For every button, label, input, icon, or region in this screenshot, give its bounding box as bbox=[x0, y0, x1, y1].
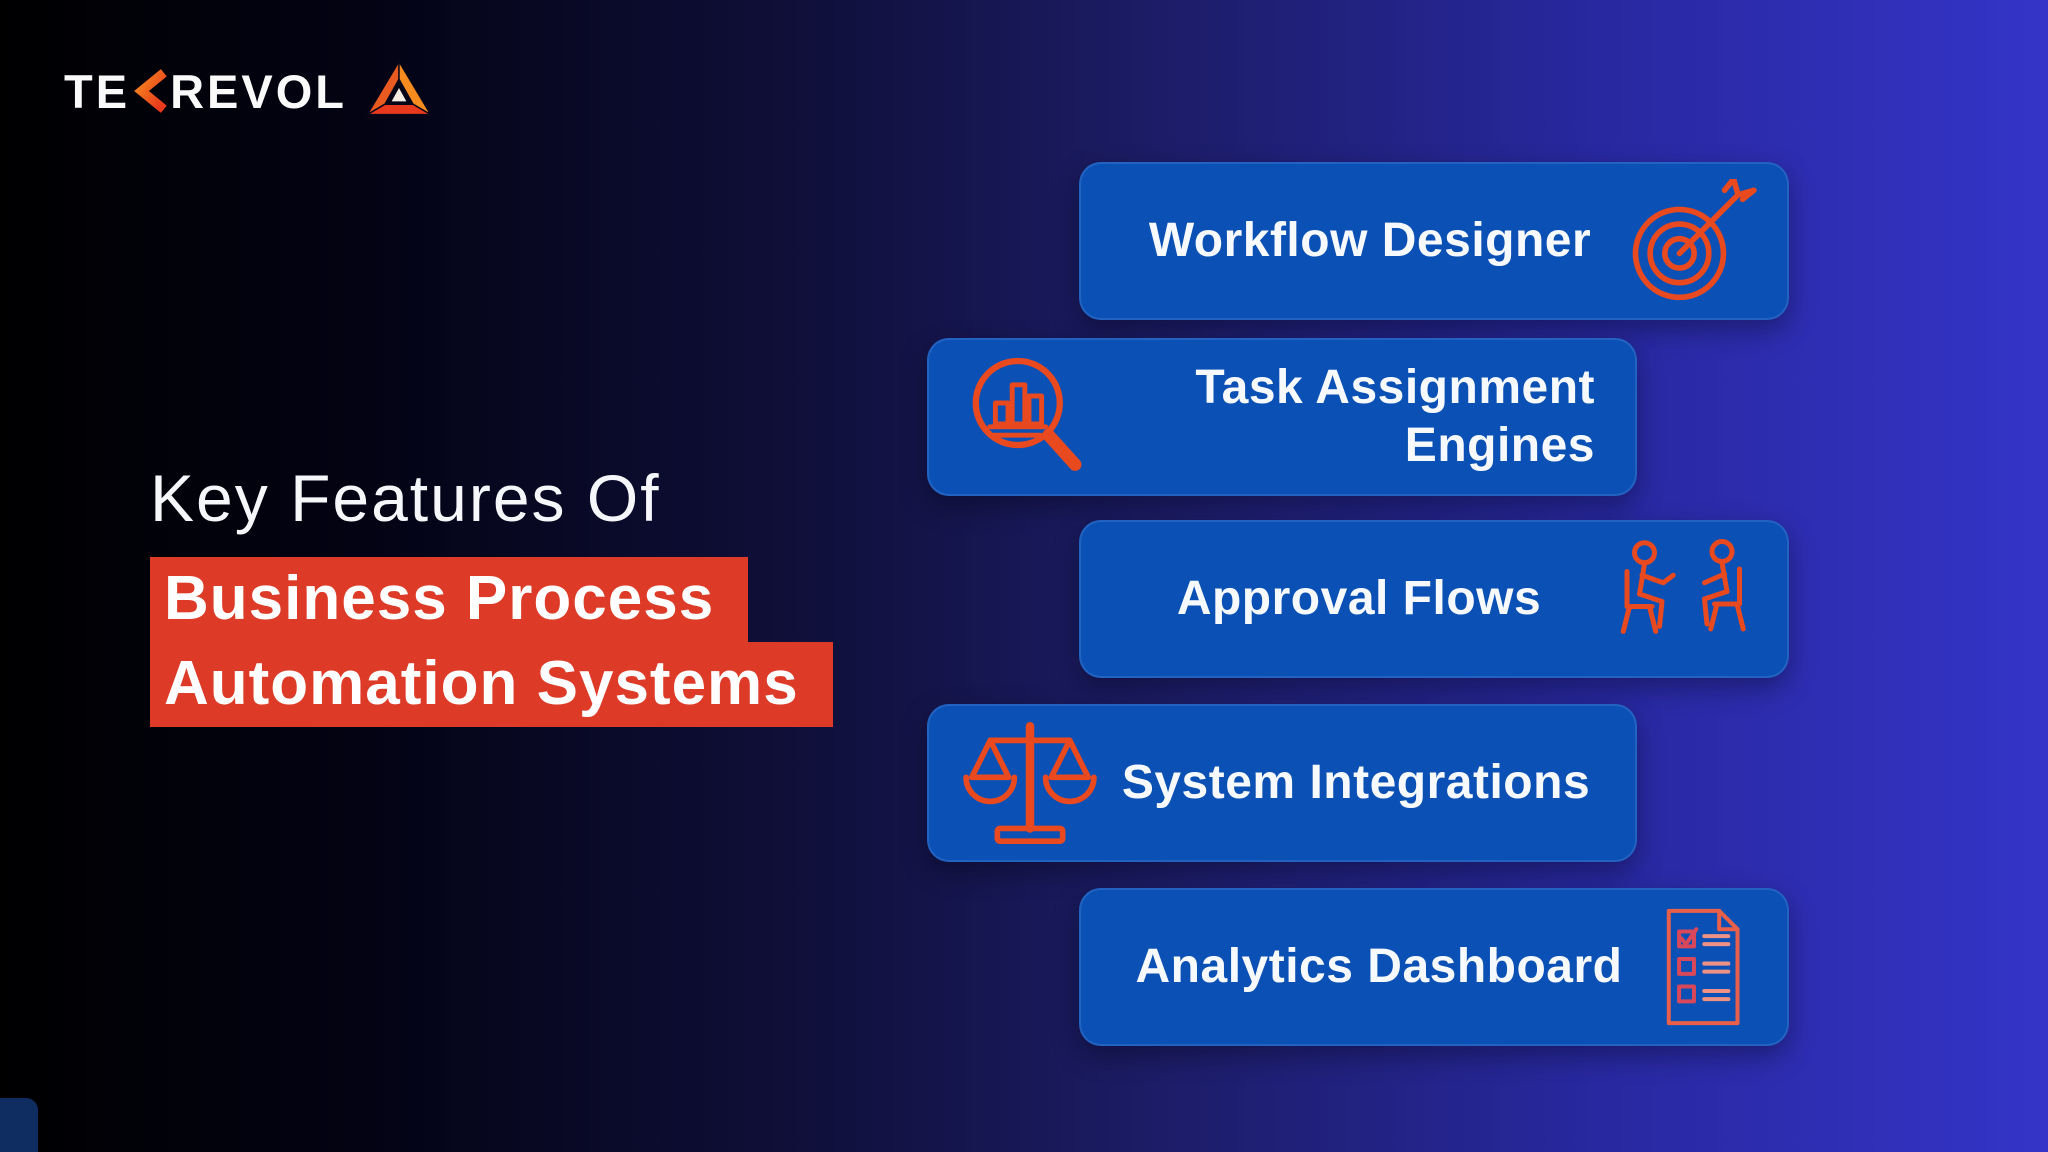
logo-text-prefix: TE bbox=[64, 64, 131, 118]
headline-highlight-1: Business Process bbox=[150, 556, 749, 642]
checklist-document-icon bbox=[1647, 904, 1757, 1030]
triangle-logo-icon bbox=[364, 60, 433, 122]
feature-card-task-assignment-engines: Task Assignment Engines bbox=[927, 338, 1637, 496]
tekrevol-logo: TE REVOL bbox=[64, 60, 433, 122]
feature-label: Workflow Designer bbox=[1148, 214, 1592, 268]
logo-text-suffix: REVOL bbox=[170, 64, 347, 118]
feature-card-system-integrations: System Integrations bbox=[927, 704, 1637, 862]
balance-scale-icon bbox=[959, 712, 1101, 854]
headline-highlight-2: Automation Systems bbox=[150, 641, 833, 728]
feature-label: System Integrations bbox=[1121, 756, 1591, 810]
meeting-people-icon bbox=[1607, 536, 1757, 662]
target-arrow-icon bbox=[1629, 179, 1757, 303]
feature-label: Approval Flows bbox=[1176, 572, 1542, 626]
feature-label: Task Assignment Engines bbox=[1195, 361, 1595, 472]
feature-card-workflow-designer: Workflow Designer bbox=[1079, 162, 1789, 320]
feature-card-analytics-dashboard: Analytics Dashboard bbox=[1079, 888, 1789, 1046]
corner-decoration bbox=[0, 1098, 38, 1152]
magnifier-bar-chart-icon bbox=[959, 347, 1099, 487]
logo-chevron-k-icon bbox=[133, 69, 167, 113]
headline-kicker: Key Features Of bbox=[150, 461, 661, 535]
feature-label: Analytics Dashboard bbox=[1135, 940, 1623, 994]
feature-card-approval-flows: Approval Flows bbox=[1079, 520, 1789, 678]
headline: Key Features Of Business Process Automat… bbox=[150, 461, 833, 728]
